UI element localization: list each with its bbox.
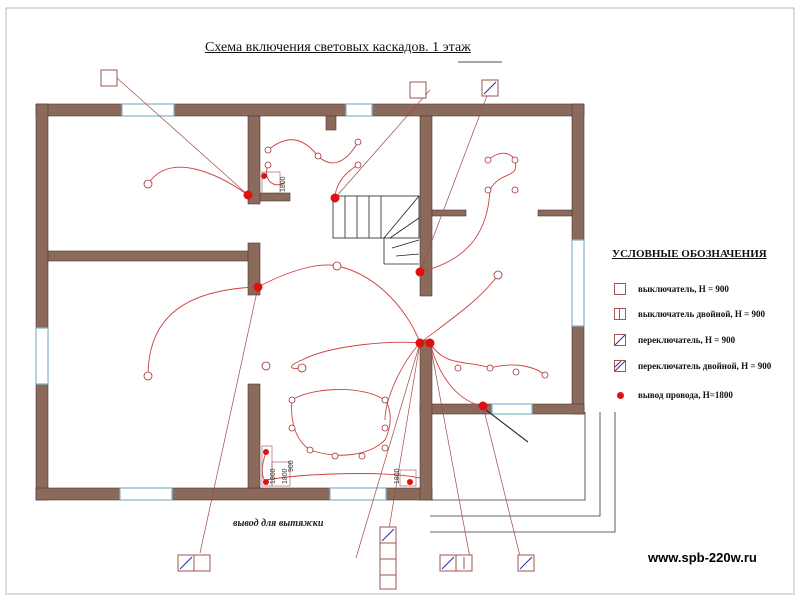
wire-outlets xyxy=(243,173,488,485)
wire-outlet-icon xyxy=(614,389,626,401)
walls xyxy=(35,103,585,501)
dimension-900: 900 xyxy=(288,460,295,472)
legend-item-wire-outlet: вывод провода, H=1800 xyxy=(614,387,733,403)
switch-symbol-1 xyxy=(100,69,118,87)
page-title: Схема включения световых каскадов. 1 эта… xyxy=(205,40,471,55)
legend-label: переключатель двойной, H = 900 xyxy=(638,361,772,371)
switch-icon xyxy=(614,283,626,295)
legend-label: выключатель двойной, H = 900 xyxy=(638,309,766,319)
double-switch-icon xyxy=(614,308,626,320)
leader-lines xyxy=(116,77,521,559)
sheet-border xyxy=(5,7,795,595)
legend-label: переключатель, H = 900 xyxy=(638,335,736,345)
switch-symbol-2 xyxy=(409,81,427,99)
switch-symbols xyxy=(100,69,535,590)
legend-item-double-toggle-switch: переключатель двойной, H = 900 xyxy=(614,358,771,374)
double-toggle-switch-icon xyxy=(614,360,626,372)
light-fixtures xyxy=(143,138,549,460)
dimension-marks xyxy=(261,171,417,487)
dimension-1800-b: 1800 xyxy=(270,468,277,484)
exhaust-outlet-label: вывод для вытяжки xyxy=(233,518,324,529)
staircase xyxy=(332,195,420,265)
dimension-1800-a: 1800 xyxy=(280,176,287,192)
legend-label: выключатель, H = 900 xyxy=(638,284,729,294)
windows xyxy=(35,103,585,501)
website-url: www.spb-220w.ru xyxy=(648,550,757,565)
legend-label: вывод провода, H=1800 xyxy=(638,390,733,400)
legend-item-toggle-switch: переключатель, H = 900 xyxy=(614,332,735,348)
legend-item-switch: выключатель, H = 900 xyxy=(614,281,729,297)
toggle-switch-icon xyxy=(614,334,626,346)
door-leaf xyxy=(485,409,529,443)
porch-outline xyxy=(430,412,616,533)
dimension-1800-d: 1800 xyxy=(394,468,401,484)
legend-title: УСЛОВНЫЕ ОБОЗНАЧЕНИЯ xyxy=(612,248,767,260)
legend-item-double-switch: выключатель двойной, H = 900 xyxy=(614,306,765,322)
